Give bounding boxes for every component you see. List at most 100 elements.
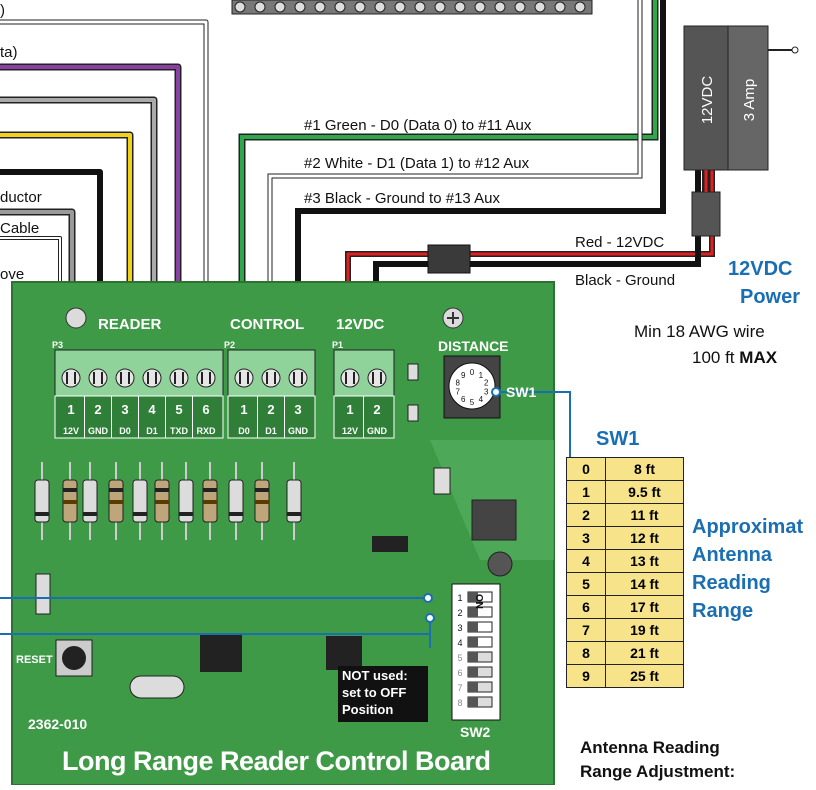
power-max-line: 100 ft MAX [692, 348, 777, 368]
control-pin-label: D0 [238, 426, 250, 436]
terminal-screw-icon [414, 1, 426, 13]
terminal-screw-icon [294, 1, 306, 13]
reader-pin-label: D0 [119, 426, 131, 436]
reader-pin-label: RXD [196, 426, 216, 436]
power-adapter: 12VDC 3 Amp [683, 25, 799, 237]
rotary-digit: 0 [470, 368, 475, 377]
dip-number: 8 [457, 698, 462, 708]
screw-terminal-icon[interactable] [88, 368, 108, 388]
sw1-range-cell: 21 ft [605, 641, 684, 665]
power-pin-number: 2 [373, 402, 380, 417]
screw-terminal-icon[interactable] [367, 368, 387, 388]
board-title: Long Range Reader Control Board [62, 746, 491, 776]
not-used-line-1: NOT used: [342, 668, 408, 683]
sw1-range-cell: 11 ft [605, 503, 684, 527]
power-title-line1: 12VDC [728, 258, 793, 280]
rotary-digit: 4 [479, 395, 484, 404]
leader-lines [0, 391, 571, 648]
screw-terminal-icon[interactable] [288, 368, 308, 388]
terminal-screw-icon [454, 1, 466, 13]
control-board: 112V2GND3D04D15TXD6RXD1D02D13GND112V2GND… [11, 281, 555, 786]
control-pin-label: GND [288, 426, 309, 436]
screw-terminal-icon[interactable] [115, 368, 135, 388]
dip-on-label: ON [473, 594, 484, 609]
reader-pin-number: 6 [202, 402, 209, 417]
screw-terminal-icon[interactable] [261, 368, 281, 388]
left-fragment-3: ductor [0, 189, 42, 206]
terminal-screw-icon [274, 1, 286, 13]
rotary-digit: 9 [461, 371, 466, 380]
screw-terminal-icon[interactable] [340, 368, 360, 388]
diode [34, 479, 50, 523]
sw1-range-cell: 9.5 ft [605, 480, 684, 504]
rotary-digit: 2 [484, 378, 489, 387]
reader-pin-number: 4 [148, 402, 156, 417]
rotary-digit: 7 [456, 388, 461, 397]
screw-terminal-icon[interactable] [142, 368, 162, 388]
dip-number: 5 [457, 653, 462, 663]
screw-terminal-icon[interactable] [61, 368, 81, 388]
terminal-screw-icon [394, 1, 406, 13]
sw2-board-label: SW2 [460, 724, 491, 740]
sw1-position-cell: 8 [566, 641, 606, 665]
reset-label: RESET [16, 654, 53, 666]
power-max-prefix: 100 ft [692, 348, 735, 367]
adapter-volts: 12VDC [699, 76, 716, 125]
control-pin-number: 3 [294, 402, 301, 417]
sw1-range-cell: 19 ft [605, 618, 684, 642]
screw-terminal-icon[interactable] [196, 368, 216, 388]
rotary-digit: 1 [479, 371, 484, 380]
diode [178, 479, 194, 523]
wire-label-red-12v: Red - 12VDC [575, 234, 665, 251]
diode [82, 479, 98, 523]
left-fragment-2: ta) [0, 44, 18, 61]
sw1-position-cell: 1 [566, 480, 606, 504]
dip-number: 4 [457, 638, 462, 648]
power-pin-label: GND [367, 426, 388, 436]
reader-terminal-block [54, 349, 224, 397]
power-plug-label: P1 [332, 340, 344, 350]
dip-number: 7 [457, 683, 462, 693]
diode [132, 479, 148, 523]
dip-number: 3 [457, 623, 462, 633]
control-pin-number: 2 [267, 402, 274, 417]
terminal-screw-icon [434, 1, 446, 13]
reset-button[interactable] [55, 639, 93, 677]
reader-pin-label: TXD [170, 426, 189, 436]
capacitor [487, 551, 513, 577]
left-fragment-4: Cable [0, 220, 40, 237]
power-pin-number: 1 [346, 402, 353, 417]
terminal-screw-icon [334, 1, 346, 13]
sw1-position-cell: 4 [566, 549, 606, 573]
terminal-screw-icon [494, 1, 506, 13]
rotary-digit: 6 [461, 395, 466, 404]
sw1-position-cell: 5 [566, 572, 606, 596]
wire-label-black-ground: Black - Ground [575, 272, 676, 289]
distance-label: DISTANCE [438, 338, 509, 354]
reader-header: READER [98, 316, 162, 333]
wire-label-black: #3 Black - Ground to #13 Aux [304, 190, 500, 207]
screw-terminal-icon[interactable] [169, 368, 189, 388]
control-wires [238, 0, 666, 320]
sw1-range-cell: 12 ft [605, 526, 684, 550]
control-pin-number: 1 [240, 402, 247, 417]
sw1-position-cell: 2 [566, 503, 606, 527]
screw-terminal-icon[interactable] [234, 368, 254, 388]
power-header: 12VDC [336, 316, 385, 333]
sw1-position-cell: 0 [566, 457, 606, 481]
sw1-position-cell: 6 [566, 595, 606, 619]
terminal-screw-icon [534, 1, 546, 13]
bottom-caption-1: Antenna Reading [580, 738, 720, 757]
rotary-digit: 8 [456, 378, 461, 387]
